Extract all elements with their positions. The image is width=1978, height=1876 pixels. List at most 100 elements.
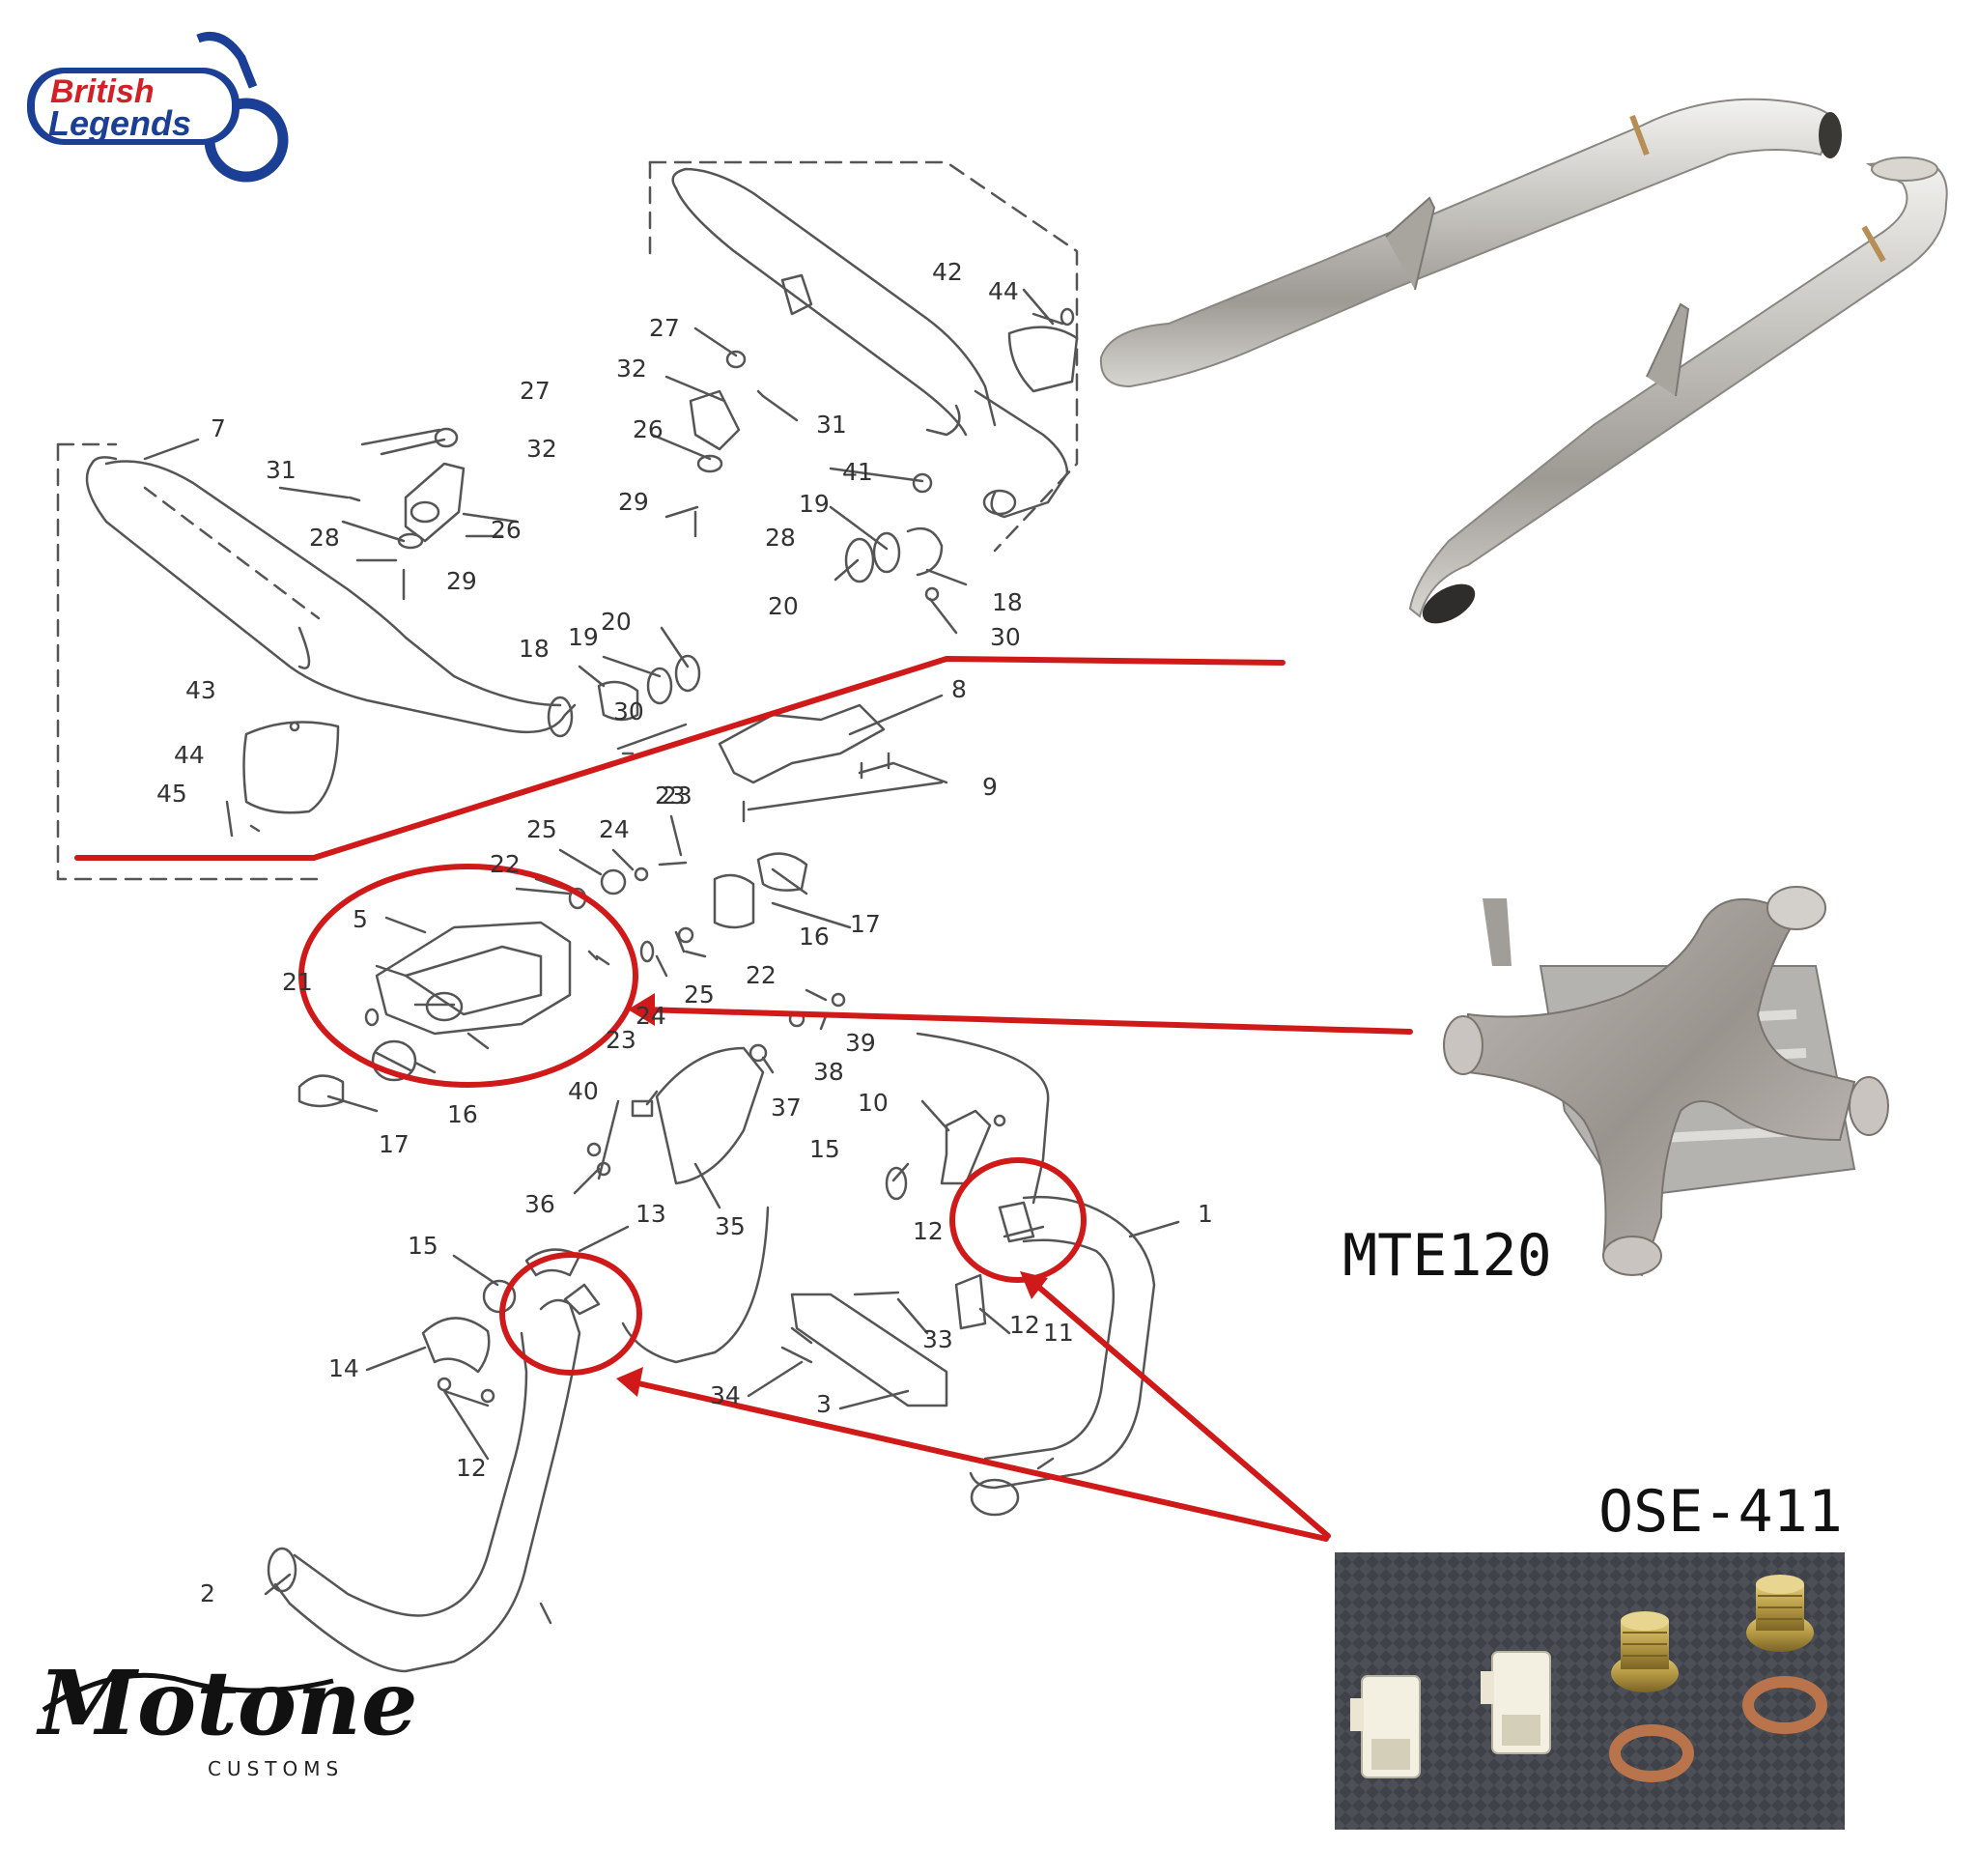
sensor-bung-right (1746, 1575, 1814, 1652)
british-legends-logo: British Legends (27, 32, 289, 183)
callout-label: 24 (599, 815, 630, 843)
flange-13 (524, 1248, 581, 1277)
callout-label: 20 (768, 592, 799, 620)
clamp-18-left (597, 680, 639, 722)
sensor-cable-right (916, 1032, 1050, 1205)
logo-text-customs: CUSTOMS (208, 1757, 344, 1780)
callout-label: 45 (156, 780, 187, 808)
bracket-32-right (689, 389, 741, 451)
sensor-bung-left (1611, 1611, 1679, 1692)
callout-label: 17 (379, 1130, 410, 1158)
product-label-ose411: OSE-411 (1598, 1478, 1843, 1546)
product-photo-sensor-kit (1335, 1552, 1845, 1830)
oring-15-left (482, 1279, 517, 1314)
connector-plug-right (1481, 1651, 1551, 1754)
sleeve-16-left (371, 1039, 417, 1082)
arrowheads (616, 993, 1048, 1397)
callout-label: 22 (746, 961, 777, 989)
callout-label: 25 (526, 815, 557, 843)
callout-label: 37 (771, 1094, 802, 1122)
callout-label: 43 (185, 676, 216, 704)
red-annotations (74, 656, 1413, 1542)
callout-label: 13 (636, 1200, 666, 1228)
flange-14 (421, 1317, 491, 1374)
clamp-17-left (297, 1074, 345, 1108)
callout-label: 12 (913, 1217, 944, 1245)
callout-label: 33 (922, 1325, 953, 1353)
copper-washer-right (1742, 1676, 1827, 1734)
callout-label: 29 (446, 567, 477, 595)
xpipe-assembly-5 (364, 921, 572, 1050)
oring-15-right (885, 1166, 908, 1201)
callout-label: 12 (456, 1454, 487, 1482)
callout-label: 19 (799, 490, 830, 518)
callout-label: 27 (649, 314, 680, 342)
sleeve-16-right (713, 873, 755, 929)
callout-label: 12 (1009, 1311, 1040, 1339)
callout-label: 7 (211, 414, 226, 442)
gasket-19-right (872, 531, 901, 574)
bracket-3 (790, 1293, 948, 1407)
clamp-18-right (906, 526, 944, 577)
callout-label: 10 (858, 1089, 889, 1117)
bracket-32-left (404, 462, 466, 543)
callout-label: 17 (850, 910, 881, 938)
bracket-11 (954, 1273, 987, 1330)
silencer-left (85, 456, 577, 738)
gasket-20-left (674, 654, 701, 693)
callout-label: 35 (715, 1212, 746, 1240)
callout-label: 19 (568, 623, 599, 651)
callout-label: 42 (932, 258, 963, 286)
header-pipe-2 (267, 1298, 581, 1673)
arrow-line-mte120 (639, 1007, 1413, 1035)
arrow-line-ose411-left (627, 1379, 1329, 1542)
gasket-19-left (646, 667, 673, 705)
copper-washer-left (1609, 1724, 1694, 1782)
callout-label: 32 (526, 435, 557, 463)
callout-label: 36 (524, 1190, 555, 1218)
callout-label: 44 (174, 741, 205, 769)
callout-label: 9 (982, 773, 998, 801)
arrow-line-ose411-right (1028, 1277, 1331, 1539)
callout-label: 31 (266, 456, 297, 484)
highlight-sensor-right (949, 1157, 1087, 1283)
callout-label: 2 (200, 1579, 215, 1607)
callout-label: 38 (813, 1058, 844, 1086)
callout-label: 21 (282, 968, 313, 996)
callout-label: 28 (309, 524, 340, 552)
callout-label: 39 (845, 1029, 876, 1057)
silencer-right (671, 167, 1069, 519)
callout-label: 34 (710, 1381, 741, 1409)
bracket-8 (718, 703, 886, 784)
highlight-sensor-left (499, 1252, 642, 1376)
highlight-xpipe (298, 864, 638, 1088)
cut-line (74, 656, 1286, 861)
connector-plug-left (1350, 1675, 1421, 1778)
callout-label: 1 (1198, 1200, 1213, 1228)
logo-text-motone: Motone (36, 1651, 417, 1755)
callout-label: 40 (568, 1077, 599, 1105)
callout-label: 5 (353, 905, 368, 933)
callout-label: 11 (1043, 1319, 1074, 1347)
callout-label: 25 (684, 981, 715, 1009)
product-photo-xpipe (1443, 886, 1889, 1277)
callout-label: 14 (328, 1354, 359, 1382)
callout-label: 27 (520, 377, 551, 405)
silencer-right-dashed-box (648, 160, 1079, 553)
product-label-mte120: MTE120 (1342, 1222, 1552, 1290)
callout-label: 18 (519, 635, 550, 663)
sensor-cable-left (621, 1206, 770, 1364)
callout-labels: 1 2 3 5 7 8 9 10 11 12 12 12 13 14 15 15… (156, 258, 1213, 1607)
callout-label: 18 (992, 588, 1023, 616)
callout-label: 44 (988, 277, 1019, 305)
callout-label: 20 (601, 608, 632, 636)
callout-label: 28 (765, 524, 796, 552)
callout-label: 30 (613, 697, 644, 725)
callout-label: 22 (490, 850, 521, 878)
callout-label: 32 (616, 355, 647, 383)
callout-label: 24 (636, 1002, 666, 1030)
line-art (56, 160, 1180, 1673)
callout-label: 31 (816, 411, 847, 439)
callout-label: 23 (655, 782, 686, 810)
